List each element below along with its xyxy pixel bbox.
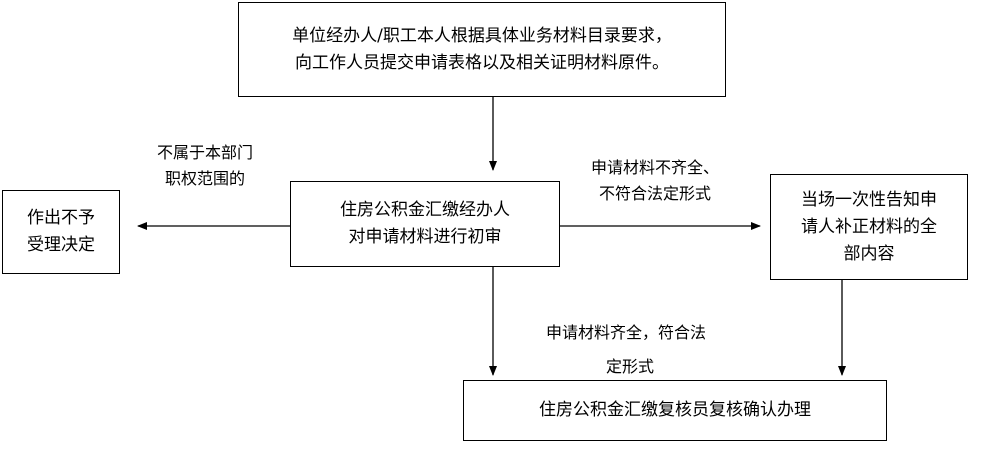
notify-box-line2: 请人补正材料的全 [801,216,937,237]
start-box-line1: 单位经办人/职工本人根据具体业务材料目录要求， [292,25,672,46]
label-complete-line1: 申请材料齐全，符合法 [546,323,707,342]
notify-box-line1: 当场一次性告知申 [801,189,937,210]
label-complete-line2: 定形式 [606,357,655,376]
notify-box: 当场一次性告知申 请人补正材料的全 部内容 [770,174,968,280]
reject-box-line1: 作出不予 [27,208,95,228]
confirm-box-line1: 住房公积金汇缴复核员复核确认办理 [539,400,811,420]
confirm-box: 住房公积金汇缴复核员复核确认办理 [463,380,887,441]
start-box-line2: 向工作人员提交申请表格以及相关证明材料原件。 [294,52,669,73]
label-out-of-scope-line1: 不属于本部门 [156,143,253,162]
label-out-of-scope: 不属于本部门 职权范围的 [130,140,280,192]
review-box-line2: 对申请材料进行初审 [348,227,502,247]
reject-box: 作出不予 受理决定 [2,190,120,274]
review-box-line1: 住房公积金汇缴经办人 [340,200,510,220]
label-complete: 申请材料齐全，符合法 定形式 [546,316,776,384]
label-incomplete-line1: 申请材料不齐全、 [590,158,719,177]
reject-box-line2: 受理决定 [27,235,95,255]
label-incomplete-line2: 不符合法定形式 [598,184,711,203]
review-box: 住房公积金汇缴经办人 对申请材料进行初审 [290,181,560,267]
label-incomplete: 申请材料不齐全、 不符合法定形式 [560,155,750,207]
start-box: 单位经办人/职工本人根据具体业务材料目录要求， 向工作人员提交申请表格以及相关证… [238,2,726,97]
label-out-of-scope-line2: 职权范围的 [164,169,245,188]
notify-box-line3: 部内容 [843,243,895,264]
